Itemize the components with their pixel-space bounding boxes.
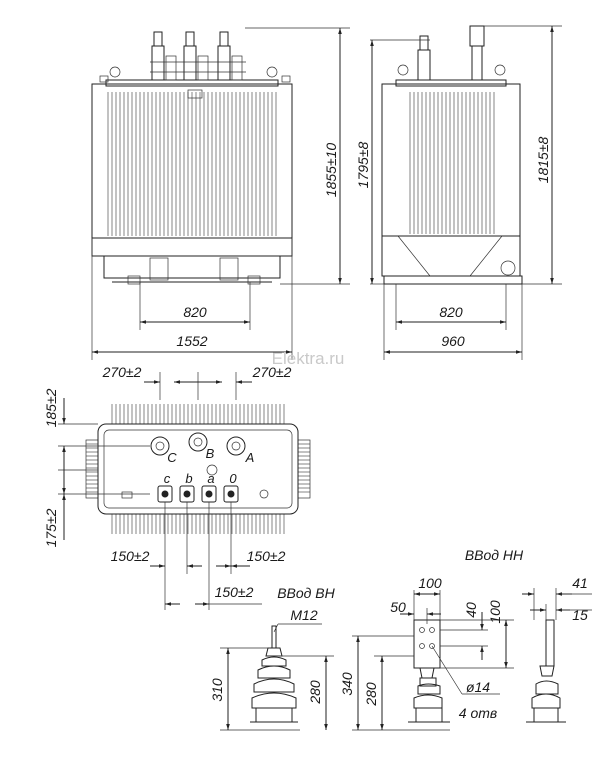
hv-terminal-c: C	[167, 450, 177, 465]
top-radiator-fins-lower	[111, 514, 285, 534]
top-hv-terminals: C B A	[150, 432, 255, 476]
lv-bushing-hole-count: 4 отв	[459, 705, 497, 721]
lv-bushing-hole-spacing: 40	[463, 602, 479, 618]
top-bottom-right-label: 150±2	[247, 548, 286, 564]
side-height-inner-label: 1815±8	[535, 136, 551, 183]
lv-bushing-title: ВВод НН	[465, 547, 524, 563]
top-bottom-center-label: 150±2	[215, 584, 254, 600]
lv-terminal-b: b	[185, 471, 192, 486]
lv-terminal-0: 0	[229, 471, 237, 486]
top-lv-terminals: c b a 0	[157, 471, 239, 503]
front-hv-bushings	[150, 31, 246, 81]
front-radiator-fins	[107, 92, 277, 236]
hv-bushing-height-outer: 310	[209, 678, 225, 702]
front-base-label: 820	[183, 304, 207, 320]
top-lower-side-label: 175±2	[43, 508, 59, 547]
top-bottom-left-label: 150±2	[111, 548, 150, 564]
front-base	[103, 255, 281, 279]
side-tank	[381, 83, 521, 237]
lv-bushing-detail: ВВод НН 100 50 40 100	[339, 547, 592, 731]
lv-bushing-plate-height: 100	[487, 600, 503, 624]
lv-terminal-a: a	[207, 471, 214, 486]
side-base-label: 820	[439, 304, 463, 320]
front-height-label: 1855±10	[323, 143, 339, 198]
top-cover	[97, 423, 299, 515]
side-view: 1795±8 1815±8 820 960	[355, 25, 562, 360]
hv-bushing-title: ВВод ВН	[277, 585, 335, 601]
front-view: 1855±10 820 1552	[91, 27, 350, 360]
lv-bushing-height-inner: 280	[363, 682, 379, 707]
side-width-label: 960	[441, 333, 465, 349]
front-width-label: 1552	[176, 333, 207, 349]
lv-bushing-side-width: 41	[572, 575, 588, 591]
side-base	[383, 275, 523, 285]
lv-bushing-side-thickness: 15	[572, 607, 588, 623]
hv-bushing-detail: ВВод ВН M12 310 280	[209, 585, 336, 731]
watermark: Elektra.ru	[272, 349, 345, 368]
top-upper-side-label: 185±2	[43, 388, 59, 427]
hv-terminal-b: B	[206, 446, 215, 461]
lv-bushing-width: 100	[418, 575, 442, 591]
lv-bushing-height-outer: 340	[339, 672, 355, 696]
lv-terminal-c: c	[164, 471, 171, 486]
side-height-outer-label: 1795±8	[355, 141, 371, 188]
hv-terminal-a: A	[245, 450, 255, 465]
hv-bushing-thread: M12	[290, 607, 317, 623]
lv-bushing-hole: ø14	[466, 679, 490, 695]
hv-bushing-height-inner: 280	[307, 680, 323, 705]
lv-bushing-offset: 50	[390, 599, 406, 615]
top-radiator-fins-upper	[111, 404, 285, 424]
side-radiator-fins	[409, 92, 495, 234]
top-view: C B A c b a 0 270±2 270±2	[43, 364, 311, 610]
top-right-label: 270±2	[252, 364, 292, 380]
top-left-label: 270±2	[102, 364, 142, 380]
